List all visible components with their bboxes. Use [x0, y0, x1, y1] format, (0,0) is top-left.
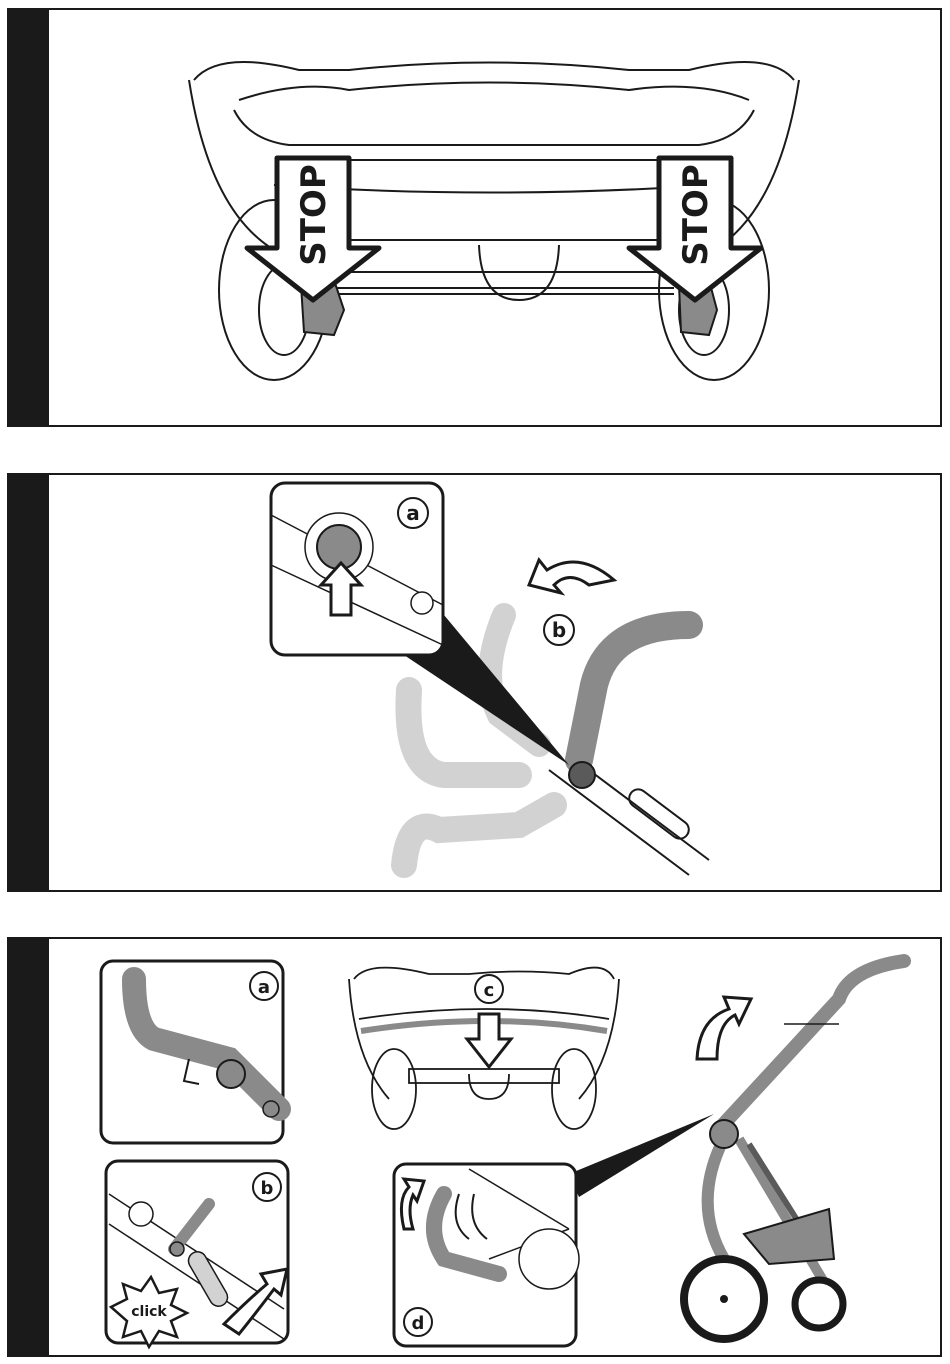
step-side-bar	[9, 475, 49, 890]
handle-ghost-low	[404, 805, 554, 865]
label-c: c	[484, 980, 495, 1001]
stop-text-right: STOP	[676, 164, 716, 266]
step-panel-brakes: STOP STOP	[7, 8, 942, 427]
rotate-arrow-icon	[529, 560, 614, 593]
step-side-bar	[9, 10, 49, 425]
inset-d: d	[394, 1164, 579, 1346]
label-b: b	[552, 618, 566, 642]
label-a: a	[406, 501, 420, 525]
handle-fold-illustration: a b	[49, 475, 940, 890]
step-panel-handle-fold: a b	[7, 473, 942, 892]
fold-stroller-illustration: a click b	[49, 939, 940, 1355]
label-a: a	[258, 977, 270, 998]
step-side-bar	[9, 939, 49, 1355]
label-b: b	[261, 1178, 274, 1199]
inset-b: click b	[106, 1161, 288, 1347]
stop-arrow-right: STOP	[629, 158, 761, 300]
inset-a: a	[101, 961, 283, 1143]
stop-text-left: STOP	[294, 164, 334, 266]
release-button	[569, 762, 595, 788]
lift-arrow-icon	[697, 997, 751, 1059]
step-panel-fold-stroller: a click b	[7, 937, 942, 1357]
inset-a: a	[271, 483, 443, 655]
handle-main	[579, 625, 689, 760]
click-text: click	[131, 1304, 167, 1320]
stroller-front-illustration: STOP STOP	[49, 10, 940, 425]
label-d: d	[412, 1313, 425, 1334]
